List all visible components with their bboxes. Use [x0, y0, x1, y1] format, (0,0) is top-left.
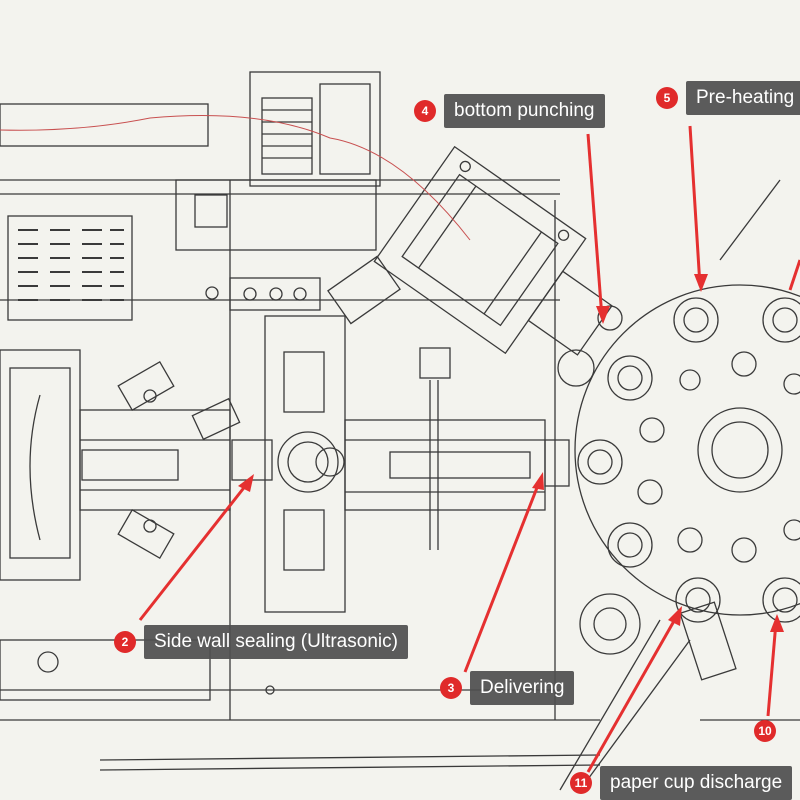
callout-bottom-punching: 4 bottom punching — [414, 94, 605, 128]
callout-side-wall-sealing: 2 Side wall sealing (Ultrasonic) — [114, 625, 408, 659]
callout-paper-cup-discharge: 11 paper cup discharge — [570, 766, 793, 800]
callout-marker: 11 — [570, 772, 592, 794]
callout-marker: 4 — [414, 100, 436, 122]
callout-marker: 2 — [114, 631, 136, 653]
callout-label: Delivering — [470, 671, 575, 705]
callout-label: Pre-heating — [686, 81, 800, 115]
callout-label: Side wall sealing (Ultrasonic) — [144, 625, 408, 659]
callout-marker: 5 — [656, 87, 678, 109]
callout-marker: 3 — [440, 677, 462, 699]
callout-marker-10: 10 — [754, 720, 776, 742]
callout-delivering: 3 Delivering — [440, 671, 575, 705]
callout-label: paper cup discharge — [600, 766, 793, 800]
callout-pre-heating: 5 Pre-heating — [656, 81, 800, 115]
callout-label: bottom punching — [444, 94, 605, 128]
